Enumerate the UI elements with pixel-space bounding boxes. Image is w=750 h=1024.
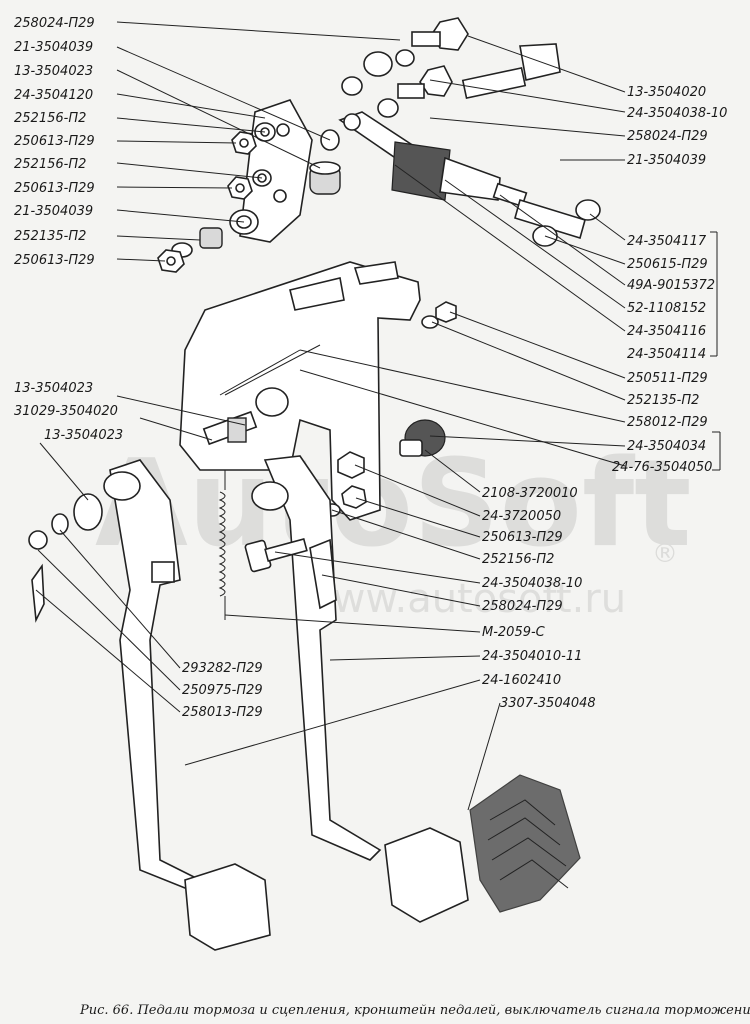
label-l02: 21-3504039 xyxy=(14,40,93,55)
part-labels-middle: 13-3504023 31029-3504020 13-3504023 2108… xyxy=(14,381,596,720)
label-l06: 250613-П29 xyxy=(14,134,95,149)
label-l10: 252135-П2 xyxy=(14,229,86,244)
label-l08: 250613-П29 xyxy=(14,181,95,196)
label-r01: 13-3504020 xyxy=(627,85,706,100)
label-r02: 24-3504038-10 xyxy=(627,106,727,121)
label-m01: 13-3504023 xyxy=(14,381,93,396)
watermark-url: www.autosoft.ru xyxy=(300,576,626,622)
label-c08: 24-3504010-11 xyxy=(482,649,582,664)
label-m03: 13-3504023 xyxy=(44,428,123,443)
clip-bracket xyxy=(309,538,337,610)
watermark-brand: AutoSoft xyxy=(95,435,692,574)
label-r10: 24-3504114 xyxy=(627,347,706,362)
label-l09: 21-3504039 xyxy=(14,204,93,219)
label-b01: 293282-П29 xyxy=(182,661,263,676)
pedal-axle xyxy=(202,344,321,446)
label-l01: 258024-П29 xyxy=(14,16,95,31)
label-r07: 49А-9015372 xyxy=(627,278,715,293)
exploded-assembly-drawing xyxy=(28,17,721,951)
part-labels-left: 258024-П29 21-3504039 13-3504023 24-3504… xyxy=(14,16,95,268)
label-c01: 2108-3720010 xyxy=(482,486,578,501)
watermark-registered: ® xyxy=(652,539,678,569)
brake-light-switch xyxy=(399,419,446,457)
label-r14: 24-3504034 xyxy=(627,439,706,454)
label-c09: 24-1602410 xyxy=(482,673,561,688)
pushrod-assembly xyxy=(338,111,601,247)
nut xyxy=(337,451,365,479)
label-c04: 252156-П2 xyxy=(482,552,554,567)
nut xyxy=(341,485,367,509)
top-bolts xyxy=(341,17,561,118)
label-r15: 24-76-3504050 xyxy=(612,460,712,475)
figure-caption: Рис. 66. Педали тормоза и сцепления, кро… xyxy=(79,1003,750,1018)
label-c05: 24-3504038-10 xyxy=(482,576,582,591)
label-c10: 3307-3504048 xyxy=(500,696,596,711)
label-r11: 250511-П29 xyxy=(627,371,708,386)
label-r03: 258024-П29 xyxy=(627,129,708,144)
label-c02: 24-3720050 xyxy=(482,509,561,524)
label-l05: 252156-П2 xyxy=(14,111,86,126)
pedal-pad xyxy=(469,774,581,913)
label-r13: 258012-П29 xyxy=(627,415,708,430)
label-r05: 24-3504117 xyxy=(627,234,707,249)
label-r08: 52-1108152 xyxy=(627,301,706,316)
leader-lines xyxy=(35,21,721,811)
return-spring xyxy=(218,470,226,620)
label-r12: 252135-П2 xyxy=(627,393,699,408)
label-c07: М-2059-С xyxy=(482,625,546,640)
clutch-pedal xyxy=(103,459,271,951)
label-l04: 24-3504120 xyxy=(14,88,93,103)
label-b02: 250975-П29 xyxy=(182,683,263,698)
label-c03: 250613-П29 xyxy=(482,530,563,545)
label-b03: 258013-П29 xyxy=(182,705,263,720)
left-fasteners xyxy=(157,122,276,273)
label-m02: 31029-3504020 xyxy=(14,404,118,419)
label-r09: 24-3504116 xyxy=(627,324,706,339)
label-r06: 250615-П29 xyxy=(627,257,708,272)
label-l07: 252156-П2 xyxy=(14,157,86,172)
label-c06: 258024-П29 xyxy=(482,599,563,614)
label-r04: 21-3504039 xyxy=(627,153,706,168)
bushing-left xyxy=(73,493,103,531)
brake-pedal xyxy=(251,455,469,923)
label-l11: 250613-П29 xyxy=(14,253,95,268)
label-l03: 13-3504023 xyxy=(14,64,93,79)
part-labels-right: 13-3504020 24-3504038-10 258024-П29 21-3… xyxy=(612,85,727,475)
